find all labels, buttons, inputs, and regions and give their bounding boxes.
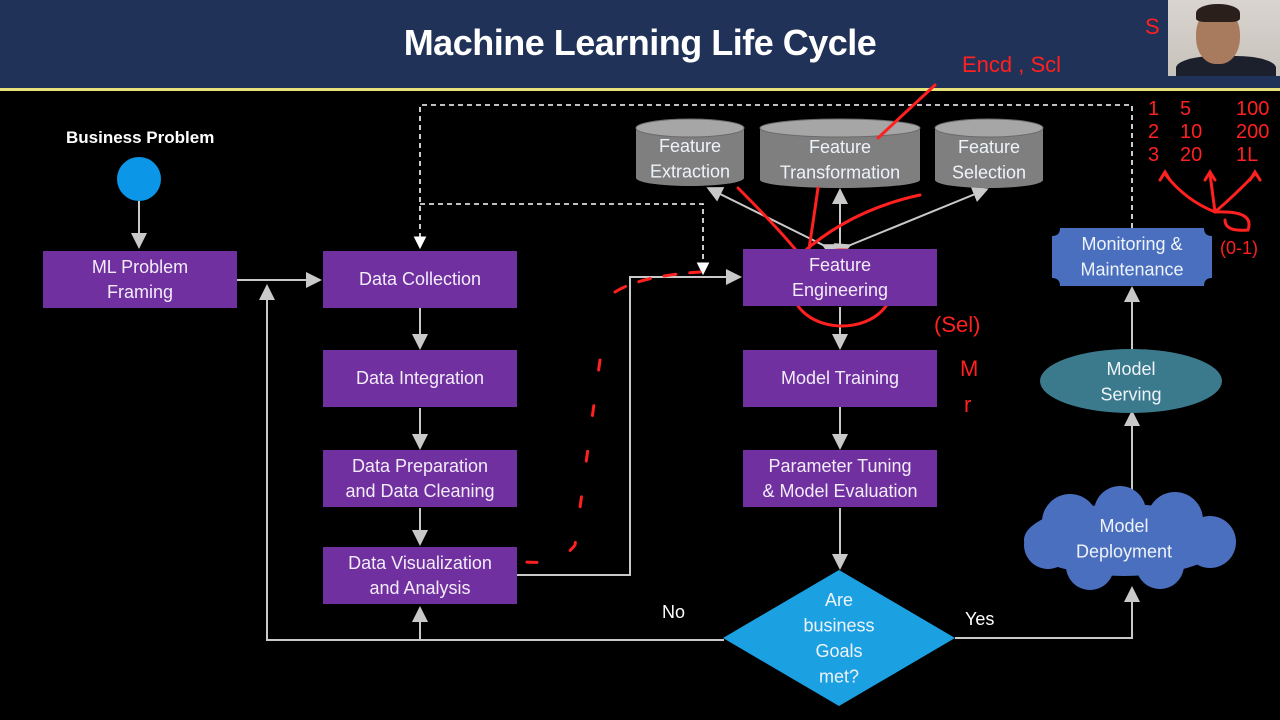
cylinder-feature-transformation — [759, 118, 921, 188]
annotation-range: (0-1) — [1220, 238, 1258, 258]
label-line: Model — [1099, 516, 1148, 536]
label-line: business — [803, 616, 874, 636]
label-line: Are — [825, 590, 853, 610]
label-line: Model — [1106, 359, 1155, 379]
decision-diamond — [723, 570, 955, 706]
edge-label-no: No — [662, 602, 686, 622]
monitoring-label: Monitoring & Maintenance — [1080, 234, 1183, 280]
model-training-box: Model Training — [743, 350, 937, 407]
label-line: Selection — [952, 163, 1026, 183]
start-node — [117, 157, 161, 201]
data-collection-box: Data Collection — [323, 251, 517, 308]
label-line: Feature — [659, 136, 721, 156]
parameter-tuning-box: Parameter Tuning & Model Evaluation — [743, 450, 937, 507]
data-visualization-box: Data Visualization and Analysis — [323, 547, 517, 604]
cylinder-feature-selection — [934, 118, 1044, 188]
label-line: Maintenance — [1080, 260, 1183, 280]
slide-title: Machine Learning Life Cycle — [403, 22, 877, 63]
label-line: Extraction — [650, 162, 730, 182]
annotation-cell: 100 — [1236, 98, 1269, 120]
annotation-sel: (Sel) — [934, 312, 980, 337]
annotation-cell: 5 — [1180, 98, 1191, 120]
label-line: Monitoring & — [1081, 234, 1182, 254]
monitoring-box — [1052, 228, 1212, 286]
dashed-feedback-monitoring — [413, 104, 1133, 250]
label-line: Transformation — [780, 163, 900, 183]
edge-fe-selection — [833, 187, 989, 258]
header-divider — [0, 88, 1280, 91]
annotation-r: r — [964, 392, 971, 417]
annotation-cell: 3 — [1148, 144, 1159, 166]
annotation-m: M — [960, 356, 978, 381]
data-integration-box: Data Integration — [323, 350, 517, 407]
label-line: Serving — [1100, 385, 1161, 405]
feature-engineering-box: Feature Engineering — [743, 249, 937, 306]
cylinder-feature-extraction — [635, 118, 745, 186]
annotation-cell: 20 — [1180, 144, 1202, 166]
annotation-cell: 10 — [1180, 121, 1202, 143]
data-preparation-box: Data Preparation and Data Cleaning — [323, 450, 517, 507]
presenter-webcam — [1168, 0, 1280, 76]
annotation-table: 1 5 100 2 10 200 3 20 1L — [1148, 98, 1269, 166]
slide-header — [0, 0, 1280, 88]
annotation-cell: 1L — [1236, 144, 1258, 166]
annotation-s: S — [1145, 14, 1160, 39]
annotation-cell: 1 — [1148, 98, 1159, 120]
ml-problem-framing-box: ML Problem Framing — [43, 251, 237, 308]
model-deployment-cloud — [1024, 486, 1236, 590]
label-line: met? — [819, 667, 859, 687]
label-line: Feature — [958, 137, 1020, 157]
edge-decision-no-loop — [259, 284, 724, 641]
business-problem-label: Business Problem — [66, 128, 215, 147]
label-line: Goals — [815, 641, 862, 661]
edge-visualization-to-feature-engineering — [517, 269, 742, 576]
edge-decision-yes — [955, 586, 1140, 639]
label-line: Feature — [809, 137, 871, 157]
annotation-cell: 2 — [1148, 121, 1159, 143]
dashed-feedback-inner — [420, 203, 710, 276]
label-line: Deployment — [1076, 542, 1172, 562]
annotation-encoding-scaling: Encd , Scl — [962, 52, 1061, 77]
annotation-cell: 200 — [1236, 121, 1269, 143]
edge-label-yes: Yes — [965, 609, 995, 629]
model-serving-ellipse — [1040, 349, 1222, 413]
